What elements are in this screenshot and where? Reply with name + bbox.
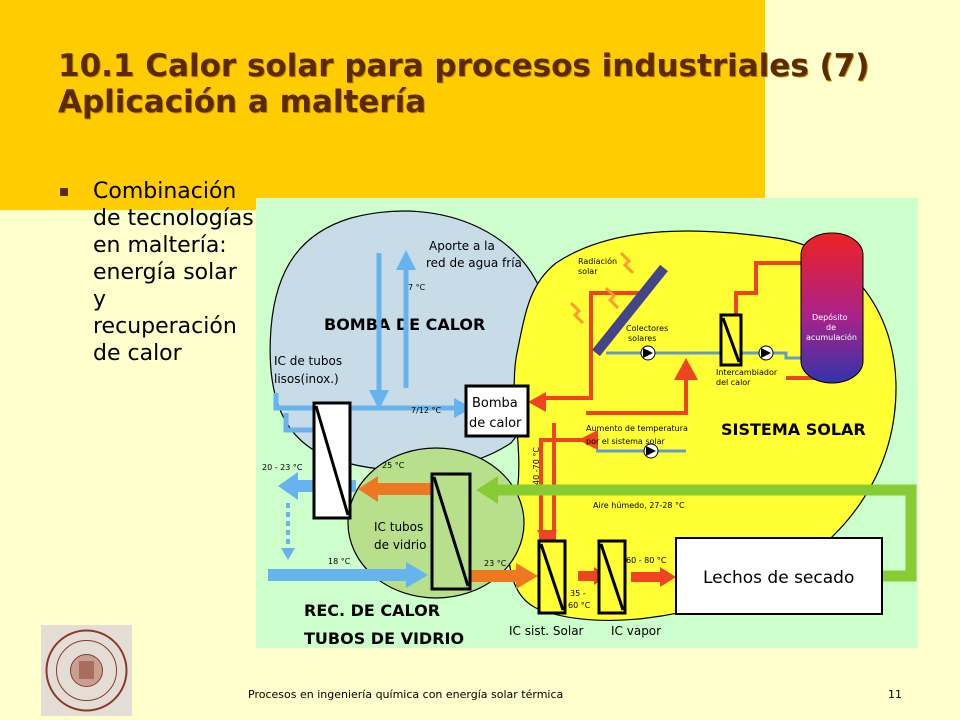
hot-water-lines [539, 261, 816, 543]
temp-35-60-label-line2: 60 °C [568, 601, 591, 610]
ic-vidrio-label-line2: de vidrio [374, 538, 426, 552]
colectores-label-line1: Colectores [626, 324, 668, 333]
drying-beds-label: Lechos de secado [703, 568, 854, 588]
hot-rise-arrowhead [578, 430, 598, 450]
colectores-label-line2: solares [628, 334, 656, 343]
cold-into-pump-arrowhead [454, 398, 472, 418]
cold-inflow-arrow-body [268, 569, 408, 581]
hot-up-arrowhead [674, 358, 698, 380]
solar-title: SISTEMA SOLAR [721, 420, 866, 439]
ic-tubos-lisos-label-line1: IC de tubos [274, 354, 342, 368]
solar-radiation-icon [569, 251, 635, 325]
aporte-label-line2: red de agua fría [426, 256, 522, 270]
hot-to-drying-arrow-body [578, 571, 598, 581]
university-seal-logo [41, 625, 132, 716]
cold-water-lines [273, 253, 466, 433]
slide-title-line2: Aplicación a maltería [58, 84, 427, 120]
cold-inflow-arrowhead [406, 562, 428, 588]
intercambiador-label-line2: del calor [716, 378, 751, 387]
bullet-text: Combinación de tecnologías en maltería: … [93, 179, 254, 366]
cold-out-arrowhead [278, 472, 298, 500]
slide-number: 11 [888, 688, 902, 701]
vapor-to-drying-arrow-body [631, 572, 661, 582]
temp-7-12-label: 7/12 °C [411, 406, 442, 415]
diagram-svg: BOMBA DE CALOR SISTEMA SOLAR REC. DE CAL… [262, 210, 917, 648]
cold-down-arrowhead [369, 390, 389, 410]
deposito-label-line3: acumulación [806, 332, 857, 342]
aporte-label-line1: Aporte a la [429, 239, 495, 253]
bullet-item: Combinación de tecnologías en maltería: … [60, 178, 255, 367]
warm-mid-arrow-body [468, 570, 518, 582]
temp-35-60-label-line1: 35 - [570, 589, 586, 598]
solar-cold-line [606, 351, 801, 360]
ic-vidrio-exchanger [430, 472, 472, 591]
ic-vapor-exchanger [597, 539, 627, 615]
radiacion-label-line2: solar [578, 267, 598, 276]
footer-text: Procesos en ingeniería química con energ… [248, 688, 564, 701]
recovery-title-line2: TUBOS DE VIDRIO [304, 629, 464, 648]
solar-intercambiador-exchanger [719, 313, 743, 367]
ic-solar-label: IC sist. Solar [509, 624, 584, 638]
process-diagram: BOMBA DE CALOR SISTEMA SOLAR REC. DE CAL… [256, 198, 918, 648]
ic-vapor-label: IC vapor [611, 624, 661, 638]
warm-mid-arrowhead [516, 563, 538, 589]
heat-pump-label-line1: Bomba [472, 396, 518, 411]
storage-tank [800, 232, 864, 384]
temp-18-label: 18 °C [328, 557, 351, 566]
hot-to-pump-arrowhead [528, 392, 546, 412]
temp-23-label: 23 °C [484, 559, 507, 568]
slide-title: 10.1 Calor solar para procesos industria… [58, 48, 878, 120]
bullet-list: Combinación de tecnologías en maltería: … [60, 178, 255, 367]
deposito-label-line2: de [826, 323, 836, 332]
moist-air-arrowhead [476, 476, 498, 504]
ic-tubos-lisos-exchanger [312, 401, 352, 520]
header-band [0, 0, 765, 210]
moist-air-line [496, 484, 917, 582]
aire-humedo-label: Aire húmedo, 27-28 °C [593, 501, 685, 510]
ic-solar-exchanger [537, 539, 567, 615]
temp-25-label: 25 °C [382, 461, 405, 470]
cold-up-arrowhead [396, 250, 416, 270]
solar-collector-icon [592, 264, 668, 357]
ic-tubos-lisos-label-line2: lisos(inox.) [274, 372, 339, 386]
slide-title-line1: 10.1 Calor solar para procesos industria… [58, 48, 870, 84]
drying-beds-box [675, 537, 883, 615]
temp-40-70-label: 40 -70 °C [532, 447, 541, 485]
cold-dashed-arrowhead [281, 548, 295, 560]
pump-icons [640, 345, 774, 459]
aumento-label-line2: por el sistema solar [586, 437, 666, 446]
warm-out-arrow-body [376, 483, 431, 495]
temp-20-23-label: 20 - 23 °C [262, 463, 303, 472]
warm-out-arrowhead [358, 476, 378, 502]
aumento-label-line1: Aumento de temperatura [586, 424, 688, 433]
deposito-label-line1: Depósito [812, 312, 848, 322]
temp-7-label: 7 °C [408, 283, 426, 292]
square-bullet-icon [60, 188, 68, 196]
ic-vidrio-label-line1: IC tubos [374, 520, 423, 534]
hot-down-arrowhead [537, 530, 557, 548]
recovery-title-line1: REC. DE CALOR [304, 601, 440, 620]
intercambiador-label-line1: Intercambiador [716, 368, 778, 377]
heat-pump-label-line2: de calor [469, 416, 522, 431]
vapor-to-drying-arrowhead [660, 567, 676, 587]
radiacion-label-line1: Radiación [578, 256, 617, 266]
temp-60-80-label: 60 - 80 °C [626, 556, 667, 565]
heat-pump-box [464, 384, 530, 438]
